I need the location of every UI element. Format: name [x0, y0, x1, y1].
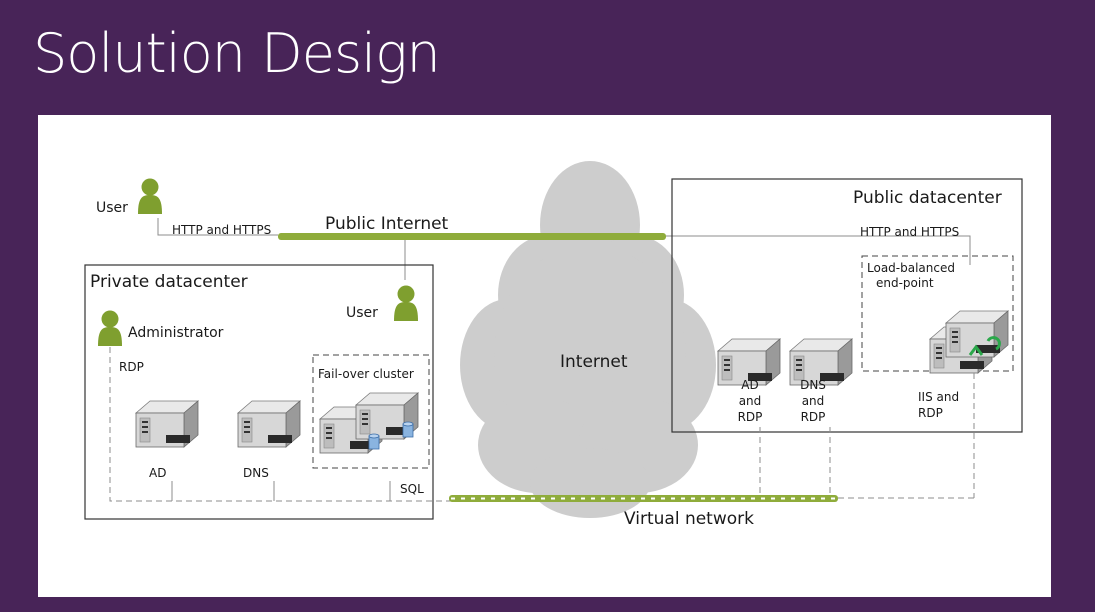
internet-cloud — [460, 161, 716, 518]
database-icon — [368, 421, 414, 450]
public-dns-line1: DNS — [800, 378, 826, 392]
failover-cluster-label: Fail-over cluster — [318, 367, 414, 381]
private-user-label: User — [346, 305, 378, 321]
public-ad-line3: RDP — [738, 410, 763, 424]
public-internet-bar — [278, 233, 666, 240]
public-datacenter-title: Public datacenter — [853, 188, 1002, 208]
top-user-label: User — [96, 200, 128, 216]
public-ad-line1: AD — [741, 378, 758, 392]
load-balance-arrows-icon — [968, 336, 1001, 356]
administrator-icon — [98, 310, 122, 346]
public-dns-line3: RDP — [801, 410, 826, 424]
administrator-label: Administrator — [128, 325, 224, 341]
internet-label: Internet — [560, 352, 628, 372]
public-datacenter-box — [671, 178, 1023, 433]
rdp-label: RDP — [119, 360, 144, 374]
failover-cluster-box — [312, 354, 430, 469]
private-connectors — [109, 347, 453, 502]
private-solid-connectors — [171, 481, 391, 501]
virtual-network-label: Virtual network — [624, 509, 754, 529]
diagram-canvas: Internet User HTTP and HTTPS Public Inte… — [38, 115, 1051, 597]
top-http-label: HTTP and HTTPS — [172, 223, 271, 237]
ad-server-icon — [135, 400, 199, 448]
public-connectors — [759, 373, 975, 498]
ad-label: AD — [149, 466, 166, 480]
iis-label-line1: IIS and — [918, 390, 959, 404]
public-internet-label: Public Internet — [325, 214, 449, 234]
load-balanced-label-line2: end-point — [876, 276, 934, 290]
user-icon — [138, 178, 162, 214]
public-dns-line2: and — [802, 394, 825, 408]
load-balanced-label-line1: Load-balanced — [867, 261, 955, 275]
sql-label: SQL — [400, 482, 424, 496]
private-datacenter-box — [84, 264, 434, 520]
public-http-label: HTTP and HTTPS — [860, 225, 959, 239]
private-datacenter-title: Private datacenter — [90, 272, 248, 292]
slide-title: Solution Design — [33, 22, 441, 85]
iis-label-line2: RDP — [918, 406, 943, 420]
dns-server-icon — [237, 400, 301, 448]
network-diagram: Internet User HTTP and HTTPS Public Inte… — [84, 161, 1023, 529]
public-ad-line2: and — [739, 394, 762, 408]
dns-label: DNS — [243, 466, 269, 480]
user-icon — [394, 285, 418, 321]
